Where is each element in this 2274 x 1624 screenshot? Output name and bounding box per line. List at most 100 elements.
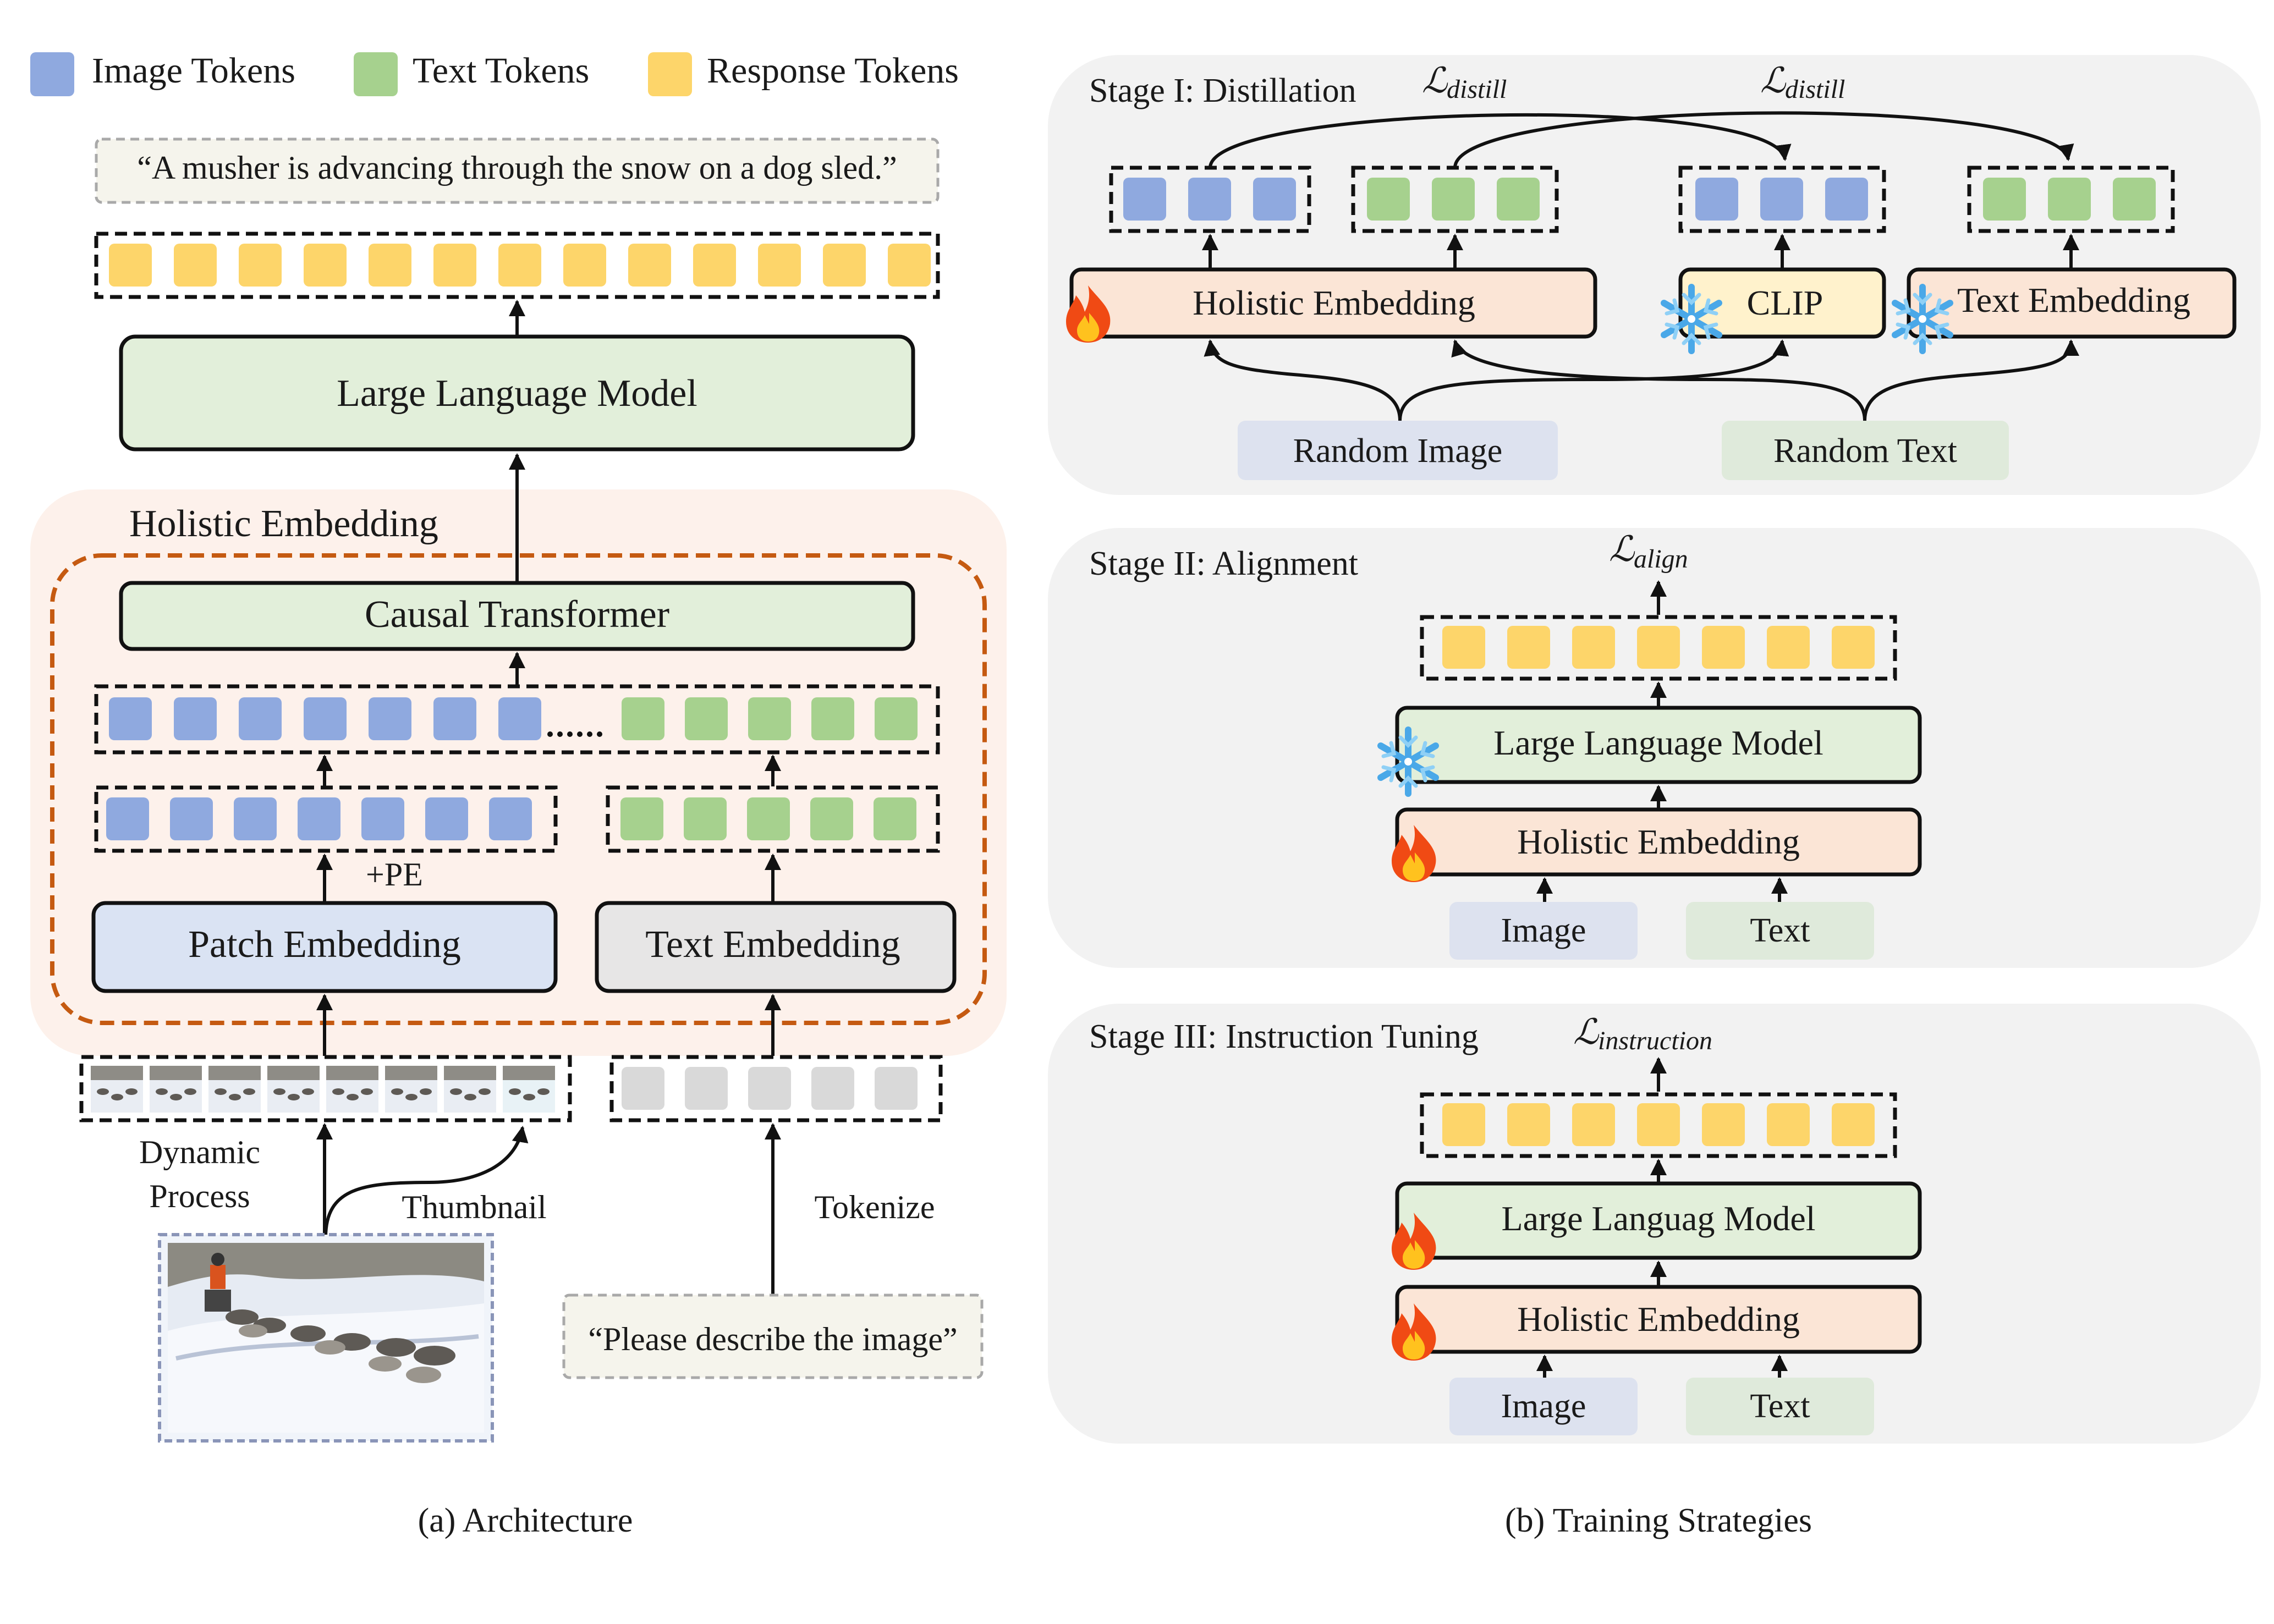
image-patches <box>91 1066 555 1113</box>
output-caption-box <box>95 137 940 204</box>
response-token <box>1637 626 1680 669</box>
raw-text-token <box>875 1067 918 1110</box>
text-token <box>811 697 854 740</box>
image-patch <box>91 1066 143 1113</box>
stage2-response-tokens <box>1442 626 1875 669</box>
stage1-loss-1: ℒ distill <box>1422 61 1507 104</box>
text-embedding-label: Text Embedding <box>645 923 900 966</box>
stage1-random-image-label: Random Image <box>1293 432 1503 470</box>
stage1-clip-image-token-set <box>1695 178 1868 221</box>
dynamic-process-label-line2: Process <box>149 1178 250 1214</box>
stage2-text-input <box>1686 902 1874 960</box>
stage1-clip-image-tokens <box>1678 166 1886 233</box>
response-token <box>1507 626 1550 669</box>
image-patch <box>503 1066 555 1113</box>
stage3-image-input <box>1449 1378 1638 1435</box>
input-image <box>158 1233 494 1443</box>
causal-transformer-box <box>119 581 915 651</box>
image-patch <box>267 1066 320 1113</box>
text-token <box>685 697 728 740</box>
response-tokens <box>109 244 931 287</box>
large-language-model-label: Large Language Model <box>337 372 697 415</box>
stage3-image-label: Image <box>1501 1388 1586 1425</box>
positional-encoding-label: +PE <box>366 856 423 893</box>
legend-text-tokens: Text Tokens <box>413 51 589 91</box>
stage1-text-embedding-box <box>1907 267 2237 339</box>
svg-text:distill: distill <box>1785 75 1845 104</box>
stage3-response-token-row <box>1420 1092 1897 1158</box>
text-token <box>748 697 791 740</box>
caption-architecture: (a) Architecture <box>418 1502 633 1539</box>
legend-image-tokens: Image Tokens <box>92 51 295 91</box>
stage1-holistic-image-tokens <box>1109 166 1311 233</box>
stage2-image-input <box>1449 902 1638 960</box>
image-patch <box>444 1066 496 1113</box>
response-token <box>239 244 282 287</box>
stage2-llm-label: Large Language Model <box>1493 723 1823 762</box>
legend-response-token-swatch <box>648 52 692 96</box>
text-token <box>1497 178 1540 221</box>
stage1-holistic-embedding-label: Holistic Embedding <box>1193 283 1475 322</box>
image-token <box>433 697 476 740</box>
image-token <box>106 797 149 840</box>
response-token <box>109 244 152 287</box>
stage3-holistic-label: Holistic Embedding <box>1517 1300 1800 1339</box>
stage2-text-label: Text <box>1750 912 1810 949</box>
svg-text:ℒ: ℒ <box>1760 61 1787 100</box>
text-token <box>2048 178 2091 221</box>
stage3-response-tokens <box>1442 1103 1875 1146</box>
image-token-row <box>94 785 558 853</box>
caption-training-strategies: (b) Training Strategies <box>1505 1502 1812 1539</box>
holistic-embedding-dashed-border <box>50 553 987 1025</box>
image-token <box>1188 178 1231 221</box>
stage1-holistic-text-tokens <box>1351 166 1559 233</box>
raw-text-token <box>811 1067 854 1110</box>
stage1-panel <box>1048 55 2261 495</box>
raw-text-tokens <box>622 1067 918 1110</box>
image-patch <box>385 1066 437 1113</box>
image-tokens <box>106 797 532 840</box>
text-token <box>810 797 853 840</box>
response-token <box>1832 1103 1875 1146</box>
legend-response-tokens: Response Tokens <box>707 51 959 91</box>
text-token <box>2113 178 2156 221</box>
stage3-loss: ℒ instruction <box>1573 1012 1712 1055</box>
stage1-teacher-text-tokens <box>1967 166 2175 233</box>
stage1-random-image <box>1238 421 1558 480</box>
stage2-holistic-box <box>1395 807 1922 877</box>
causal-transformer-label: Causal Transformer <box>365 593 669 636</box>
image-token <box>234 797 277 840</box>
image-patch <box>326 1066 378 1113</box>
legend-text-token-swatch <box>354 52 398 96</box>
text-tokens <box>620 797 916 840</box>
response-token <box>1442 1103 1485 1146</box>
text-token-row <box>606 785 940 853</box>
response-token <box>628 244 671 287</box>
image-token <box>425 797 468 840</box>
response-token-row <box>94 232 940 299</box>
stage2-title: Stage II: Alignment <box>1089 545 1358 582</box>
text-token <box>622 697 664 740</box>
response-token <box>1637 1103 1680 1146</box>
raw-text-token <box>685 1067 728 1110</box>
stage2-llm-box <box>1395 706 1922 784</box>
text-token <box>1367 178 1410 221</box>
text-embedding-box <box>595 901 957 993</box>
stage1-loss-2: ℒ distill <box>1760 61 1845 104</box>
holistic-embedding-title: Holistic Embedding <box>129 503 438 545</box>
raw-text-token <box>748 1067 791 1110</box>
response-token <box>1832 626 1875 669</box>
image-token <box>498 697 541 740</box>
svg-text:instruction: instruction <box>1598 1026 1712 1055</box>
response-token <box>758 244 801 287</box>
image-patch-row <box>79 1055 572 1122</box>
response-token <box>174 244 217 287</box>
image-token <box>239 697 282 740</box>
stage1-holistic-embedding-box <box>1069 267 1597 339</box>
response-token <box>498 244 541 287</box>
text-token <box>875 697 918 740</box>
stage3-text-label: Text <box>1750 1388 1810 1425</box>
image-token <box>361 797 404 840</box>
